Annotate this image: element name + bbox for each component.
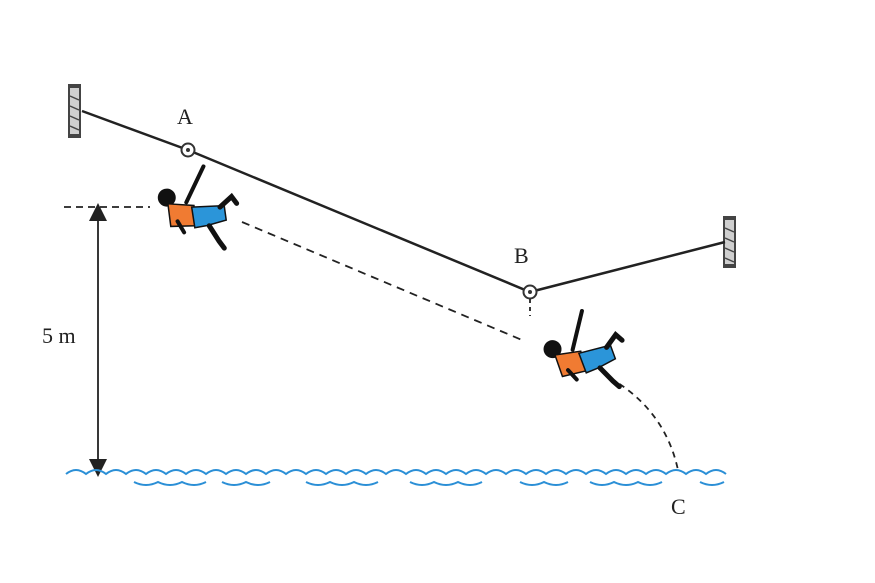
pulley-b-icon: [522, 284, 538, 300]
left-post-icon: [68, 84, 81, 138]
right-post-icon: [723, 216, 736, 268]
water-surface: [65, 469, 727, 486]
pulley-a-icon: [180, 142, 196, 158]
trajectory-dashed-line: [241, 221, 523, 341]
person-icon: [541, 308, 625, 391]
label-point-b: B: [514, 243, 529, 268]
label-height: 5 m: [42, 323, 76, 348]
label-point-a: A: [177, 104, 193, 129]
person-icon: [152, 161, 241, 249]
label-point-c: C: [671, 494, 686, 519]
zipline-cable: [81, 109, 726, 294]
fall-trajectory-curve: [609, 377, 679, 471]
